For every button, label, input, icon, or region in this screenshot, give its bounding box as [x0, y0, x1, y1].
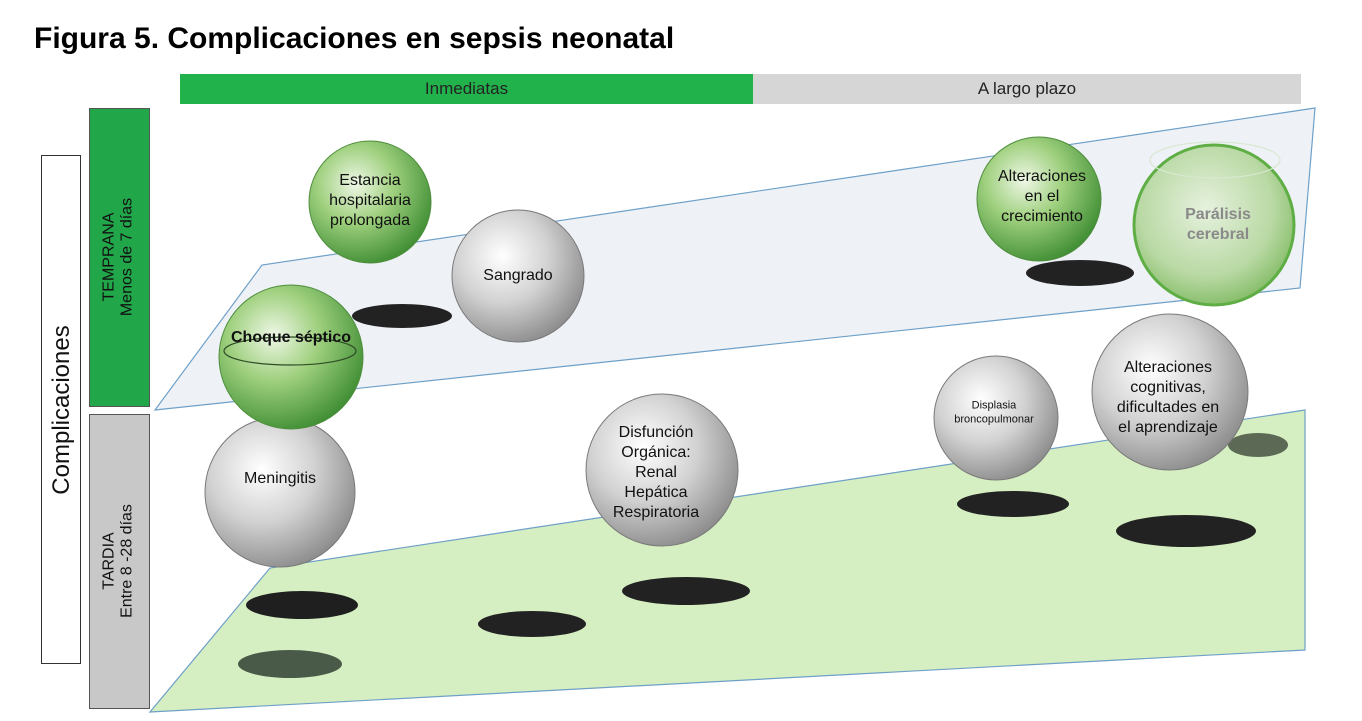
shadow-estancia — [352, 304, 452, 328]
shadow-disfuncion — [622, 577, 750, 605]
header-long-term-label: A largo plazo — [977, 79, 1077, 98]
sphere-disfuncion — [585, 393, 739, 547]
shadow-cognitivas — [1116, 515, 1256, 547]
complicaciones-side-box — [41, 155, 81, 664]
shadow-meningitis — [246, 591, 358, 619]
label-displasia: Displasia broncopulmonar — [954, 399, 1034, 425]
tardia-band — [89, 414, 150, 709]
sphere-paralisis — [1132, 143, 1296, 307]
label-disfuncion: Disfunción Orgánica: Renal Hepática Resp… — [612, 424, 700, 521]
label-crecimiento: Alteraciones en el crecimiento — [997, 168, 1087, 225]
sphere-displasia — [933, 355, 1059, 481]
label-paralisis: Parálisis cerebral — [1185, 206, 1251, 243]
shadow-extra — [238, 650, 342, 678]
header-long-term-bar: A largo plazo — [753, 74, 1301, 104]
lower-plane — [148, 409, 1306, 713]
sphere-meningitis — [204, 416, 356, 568]
shadow-cognitivas-top — [1228, 433, 1288, 457]
header-immediate-label: Inmediatas — [424, 79, 509, 98]
label-choque: Choque séptico — [230, 329, 352, 346]
sphere-crecimiento — [976, 136, 1102, 262]
choque-cut-ellipse — [223, 336, 357, 366]
header-immediate-bar: Inmediatas — [180, 74, 753, 104]
sphere-estancia — [308, 140, 432, 264]
shadow-sangrado-lower — [478, 611, 586, 637]
label-sangrado: Sangrado — [483, 267, 553, 284]
sphere-cognitivas — [1091, 313, 1249, 471]
shadow-displasia — [957, 491, 1069, 517]
shadow-crecimiento — [1026, 260, 1134, 286]
sphere-choque — [218, 284, 364, 430]
sphere-sangrado — [451, 209, 585, 343]
figure-title: Figura 5. Complicaciones en sepsis neona… — [34, 22, 675, 55]
paralisis-cut-ellipse — [1149, 141, 1281, 179]
label-estancia: Estancia hospitalaria prolongada — [329, 172, 411, 229]
label-cognitivas: Alteraciones cognitivas, dificultades en… — [1116, 359, 1220, 436]
temprana-band — [89, 108, 150, 407]
label-meningitis: Meningitis — [243, 470, 317, 487]
